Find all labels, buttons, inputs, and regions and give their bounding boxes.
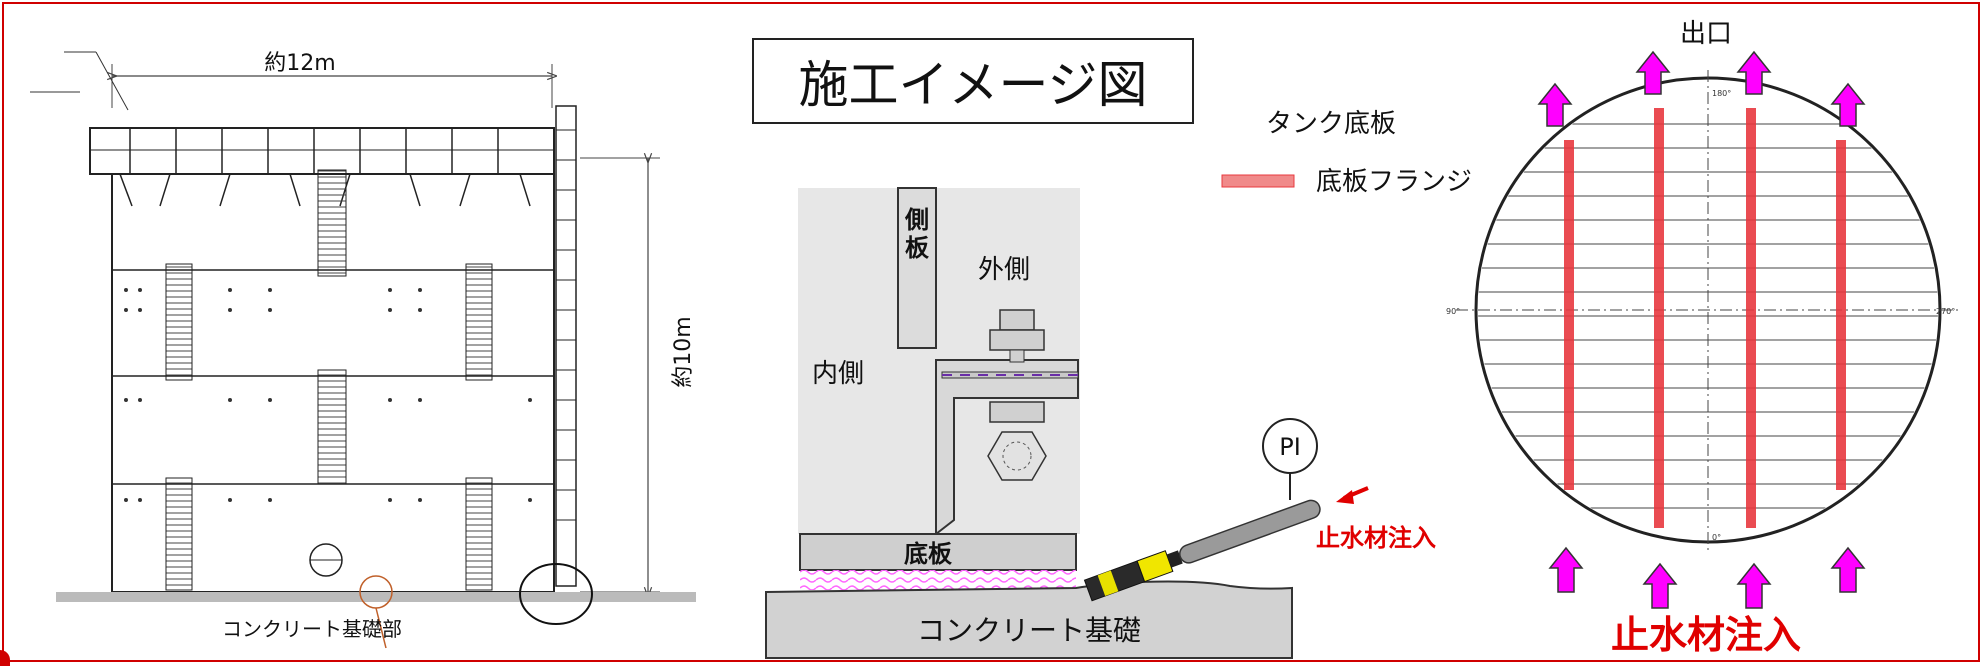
foundation-label: コンクリート基礎部 [222,617,402,641]
flange-legend-label: 底板フランジ [1316,167,1472,197]
pi-gauge-label: PI [1279,433,1301,461]
flange-cross-section [765,187,1369,659]
outside-label: 外側 [978,255,1030,285]
exit-arrow-3 [1736,50,1772,95]
side-plate-label-1: 側 [904,206,929,234]
tank-plan-view: 180° 90° 270° 0° [1446,70,1960,550]
inject-arrows [1548,546,1866,609]
inside-label: 内側 [812,359,864,389]
concrete-foundation-label: コンクリート基礎 [917,614,1141,647]
inject-arrow-2 [1642,562,1678,609]
corner-marker [0,650,10,666]
tank-height-label: 約10m [671,316,696,387]
inject-arrow-4 [1830,546,1866,593]
tank-elevation-drawing [30,51,696,649]
exit-arrow-4 [1830,82,1866,127]
svg-text:270°: 270° [1936,307,1955,316]
flange-legend-swatch [1221,174,1295,188]
exit-arrow-2 [1635,50,1671,95]
exit-arrows [1537,50,1866,127]
section-inject-label: 止水材注入 [1316,524,1436,552]
svg-text:180°: 180° [1712,89,1731,98]
side-plate-label-2: 板 [905,234,930,262]
tank-bottom-legend-label: タンク底板 [1266,109,1396,139]
bottom-plate-label: 底板 [904,540,953,568]
diagram-title: 施工イメージ図 [752,38,1194,124]
svg-text:90°: 90° [1446,307,1460,316]
plan-inject-label: 止水材注入 [1611,613,1801,657]
inject-arrow-1 [1548,546,1584,593]
inject-arrow-3 [1736,562,1772,609]
exit-arrow-1 [1537,82,1573,127]
tank-width-label: 約12m [264,51,335,76]
exit-label: 出口 [1680,19,1732,49]
svg-text:0°: 0° [1712,533,1721,542]
